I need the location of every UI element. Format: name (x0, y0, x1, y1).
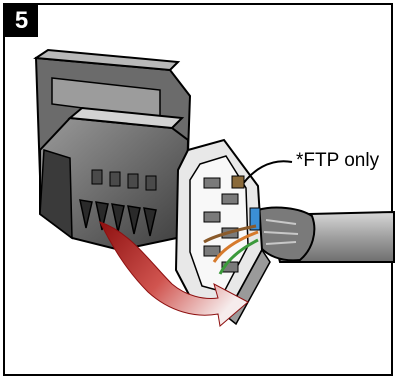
network-cable (258, 208, 394, 262)
step-number-badge: 5 (5, 5, 38, 37)
ftp-only-note: *FTP only (296, 150, 379, 172)
